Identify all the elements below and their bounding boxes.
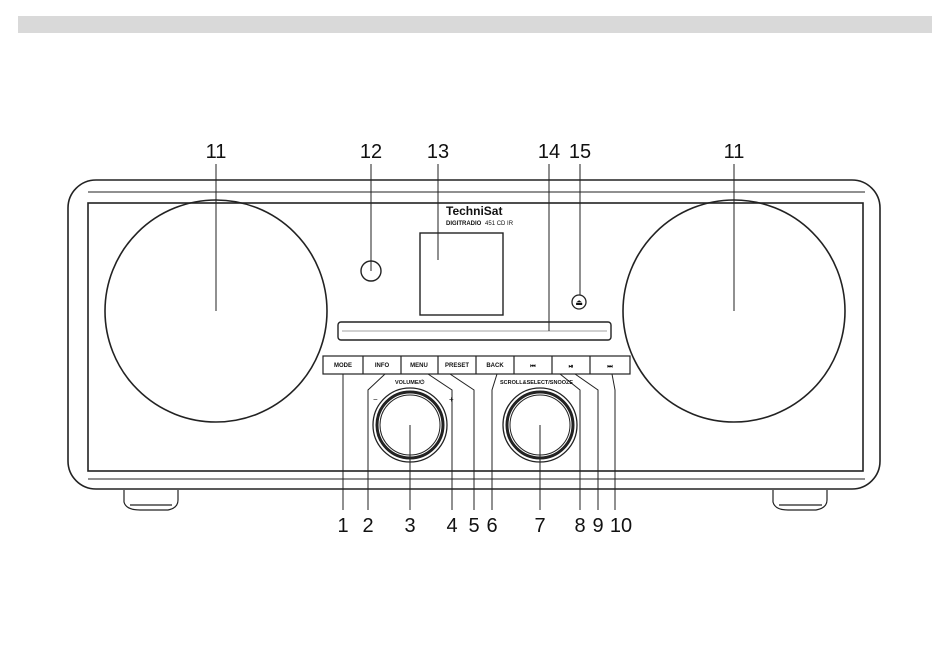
previous-track-button[interactable]: ⏮ [530,364,536,370]
play-pause-button[interactable]: ⏯ [569,364,574,370]
volume-minus: − [373,395,378,404]
back-button[interactable]: BACK [486,363,504,369]
button-row [323,356,630,374]
brand-model: DIGITRADIO 451 CD IR [446,221,514,227]
callout-3: 3 [404,515,415,537]
bottom-callouts: 1 2 3 4 5 6 7 8 9 10 [337,515,632,537]
callout-14: 14 [538,141,560,163]
eject-icon: ⏏ [575,298,583,307]
eject-button[interactable]: ⏏ [572,295,586,309]
callout-4: 4 [446,515,457,537]
display-screen [420,233,503,315]
right-foot [773,490,827,510]
callout-9: 9 [592,515,603,537]
callout-10: 10 [610,515,632,537]
callout-6: 6 [486,515,497,537]
left-foot [124,490,178,510]
callout-8: 8 [574,515,585,537]
top-callouts: 11 12 13 14 15 11 [206,141,745,163]
preset-button[interactable]: PRESET [445,363,469,369]
callout-11-right: 11 [724,141,745,163]
top-leader-lines [216,164,734,331]
volume-label: VOLUME/⏻ [395,379,425,386]
callout-5: 5 [468,515,479,537]
callout-12: 12 [360,141,382,163]
callout-15: 15 [569,141,591,163]
info-button[interactable]: INFO [375,363,390,369]
select-label: SCROLL&SELECT/SNOOZE [500,380,573,386]
callout-13: 13 [427,141,449,163]
front-panel [88,203,863,471]
next-track-button[interactable]: ⏭ [607,364,613,370]
menu-button[interactable]: MENU [410,363,428,369]
callout-11-left: 11 [206,141,227,163]
brand-name: TechniSat [446,204,502,218]
callout-1: 1 [337,515,348,537]
mode-button[interactable]: MODE [334,363,352,369]
callout-2: 2 [362,515,373,537]
callout-7: 7 [534,515,545,537]
